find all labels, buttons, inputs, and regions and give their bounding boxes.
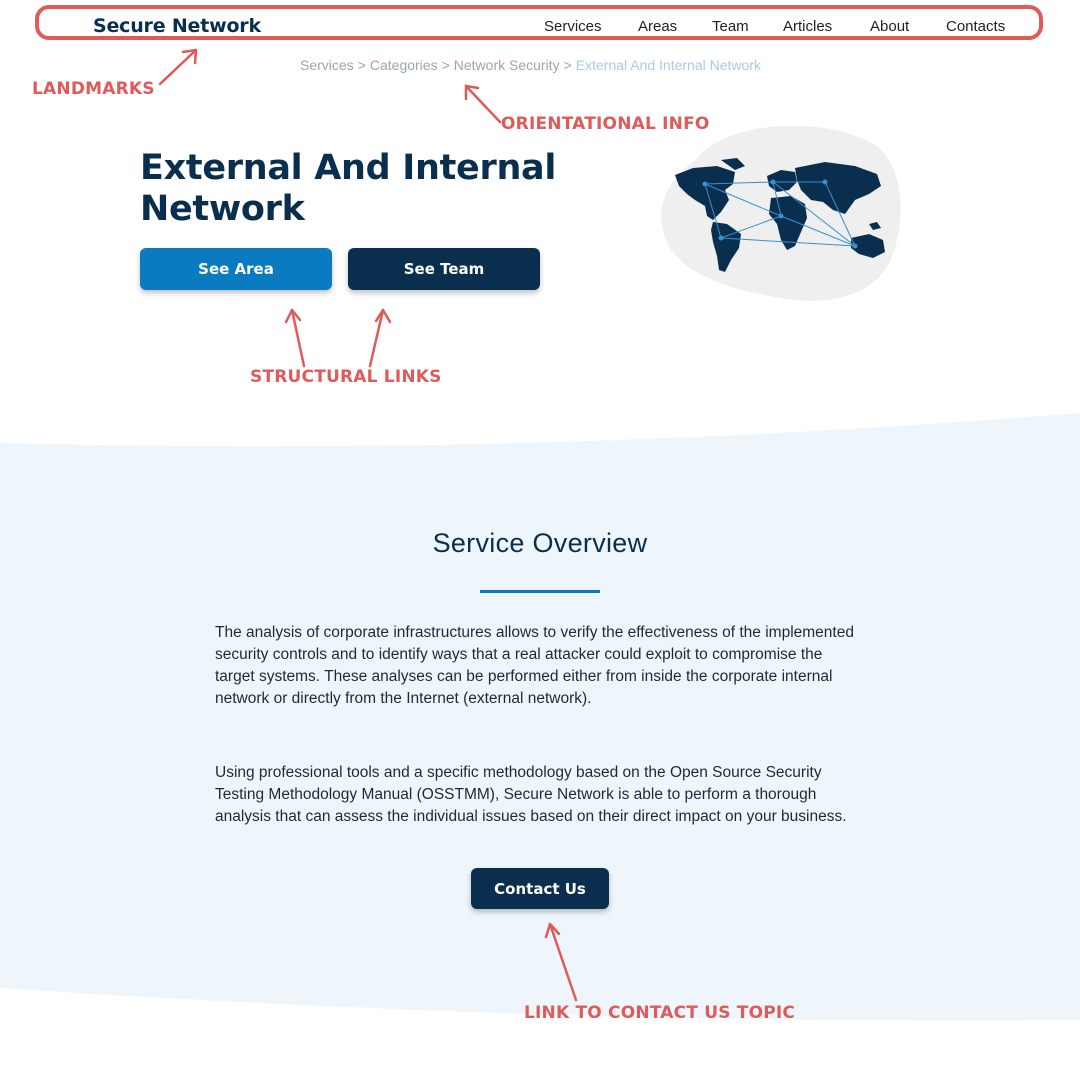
annotation-landmarks: LANDMARKS	[32, 79, 155, 99]
section-title: Service Overview	[432, 528, 648, 558]
page-title-line2: Network	[140, 189, 305, 229]
site-header: Secure Network	[35, 5, 1043, 40]
annotation-contact-us-topic: LINK TO CONTACT US TOPIC	[524, 1003, 796, 1023]
breadcrumb-separator: >	[357, 57, 366, 73]
page-title: External And Internal Network	[140, 148, 580, 230]
breadcrumb-current: External And Internal Network	[575, 57, 761, 73]
see-area-button[interactable]: See Area	[140, 248, 332, 290]
breadcrumb-categories[interactable]: Categories	[369, 57, 438, 73]
world-network-map-icon	[661, 125, 901, 301]
section-divider	[480, 590, 600, 593]
annotation-structural-links: STRUCTURAL LINKS	[250, 367, 442, 387]
nav-contacts[interactable]: Contacts	[946, 18, 1006, 35]
breadcrumb-separator: >	[441, 57, 450, 73]
nav-team[interactable]: Team	[712, 18, 749, 35]
breadcrumb-network-security[interactable]: Network Security	[453, 57, 560, 73]
nav-areas[interactable]: Areas	[638, 18, 678, 35]
contact-us-button[interactable]: Contact Us	[471, 868, 609, 909]
annotation-orientational-info: ORIENTATIONAL INFO	[501, 114, 710, 134]
nav-articles[interactable]: Articles	[783, 18, 833, 35]
breadcrumb-services[interactable]: Services	[300, 57, 354, 73]
overview-paragraph-1: The analysis of corporate infrastructure…	[215, 624, 854, 707]
nav-services[interactable]: Services	[544, 18, 602, 35]
breadcrumb-separator: >	[563, 57, 572, 73]
see-team-button[interactable]: See Team	[348, 248, 540, 290]
overview-section-background	[0, 413, 1080, 1021]
nav-about[interactable]: About	[870, 18, 910, 35]
breadcrumb: Services>Categories>Network Security>Ext…	[300, 57, 761, 73]
logo[interactable]: Secure Network	[93, 15, 261, 37]
overview-paragraph-2: Using professional tools and a specific …	[215, 764, 847, 825]
page-title-line1: External And Internal	[140, 148, 557, 188]
